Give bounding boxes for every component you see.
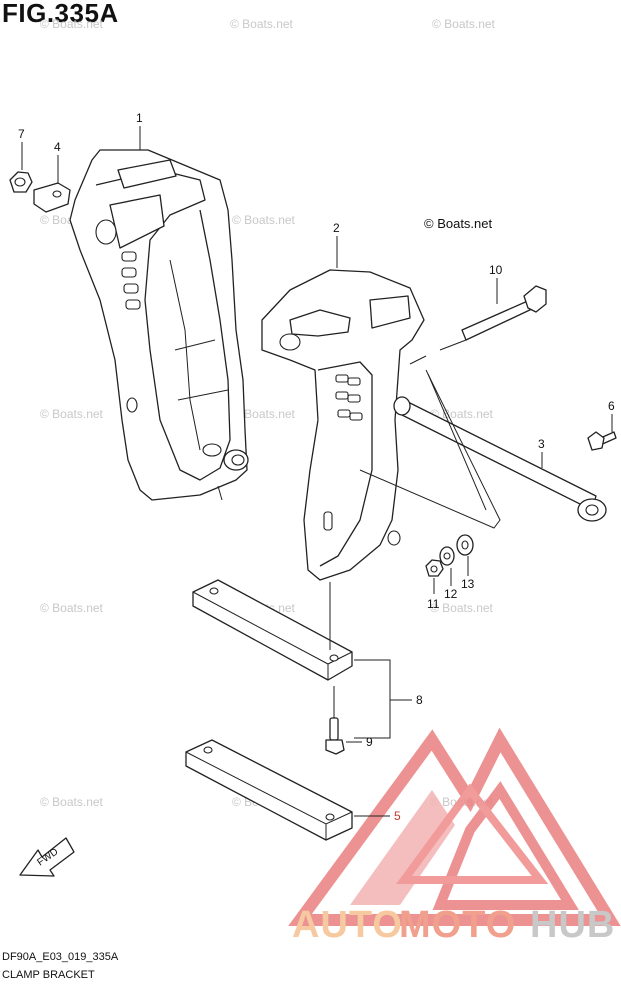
part-5-lower-plate bbox=[185, 739, 353, 841]
watermark: © Boats.net bbox=[430, 601, 494, 615]
brand-wordmark: AUTO MOTO HUB bbox=[292, 904, 615, 946]
part-3-shaft bbox=[393, 355, 607, 522]
watermark: © Boats.net bbox=[40, 795, 104, 809]
callout-2: 2 bbox=[333, 221, 340, 235]
watermark: © Boats.net bbox=[232, 407, 296, 421]
automotohub-logo-icon bbox=[288, 727, 621, 926]
brand-part-auto: AUTO bbox=[292, 904, 403, 946]
part-7-nut bbox=[9, 171, 33, 193]
callout-10: 10 bbox=[489, 263, 503, 277]
callout-12: 12 bbox=[444, 587, 458, 601]
callout-5: 5 bbox=[394, 809, 401, 823]
part-13-washer bbox=[456, 534, 474, 556]
callout-1: 1 bbox=[136, 111, 143, 125]
watermark: © Boats.net bbox=[230, 17, 294, 31]
part-11-nut bbox=[425, 559, 444, 577]
callout-3: 3 bbox=[538, 437, 545, 451]
part-6-screw bbox=[587, 431, 617, 451]
figure-code: DF90A_E03_019_335A bbox=[2, 951, 119, 963]
callout-4: 4 bbox=[54, 140, 61, 154]
watermark: © Boats.net bbox=[232, 213, 296, 227]
figure-title: FIG.335A bbox=[2, 0, 119, 28]
part-2-clamp-bracket bbox=[261, 269, 425, 581]
callout-9: 9 bbox=[366, 735, 373, 749]
part-4-plate bbox=[33, 182, 71, 213]
callout-11: 11 bbox=[427, 597, 440, 611]
part-9-bolt bbox=[325, 717, 345, 755]
callout-7: 7 bbox=[18, 127, 25, 141]
callouts: 1 2 3 4 5 6 7 8 9 10 11 12 13 bbox=[18, 111, 615, 823]
assembly-lines bbox=[217, 339, 501, 718]
brand-part-moto: MOTO bbox=[399, 904, 516, 946]
watermark: © Boats.net bbox=[40, 407, 104, 421]
figure-caption: CLAMP BRACKET bbox=[2, 969, 95, 981]
part-12-washer bbox=[439, 546, 455, 566]
watermark: © Boats.net bbox=[40, 17, 104, 31]
upper-plate bbox=[192, 579, 353, 681]
brand-part-hub: HUB bbox=[530, 904, 615, 946]
part-1-clamp-bracket bbox=[69, 149, 249, 501]
callout-leaders bbox=[21, 126, 613, 817]
fwd-arrow-icon: FWD bbox=[19, 837, 75, 877]
callout-8: 8 bbox=[416, 693, 423, 707]
part-10-bolt bbox=[461, 285, 547, 341]
watermark: © Boats.net bbox=[40, 601, 104, 615]
watermark-dark: © Boats.net bbox=[424, 216, 493, 231]
callout-6: 6 bbox=[608, 399, 615, 413]
callout-13: 13 bbox=[461, 577, 475, 591]
watermark: © Boats.net bbox=[432, 17, 496, 31]
